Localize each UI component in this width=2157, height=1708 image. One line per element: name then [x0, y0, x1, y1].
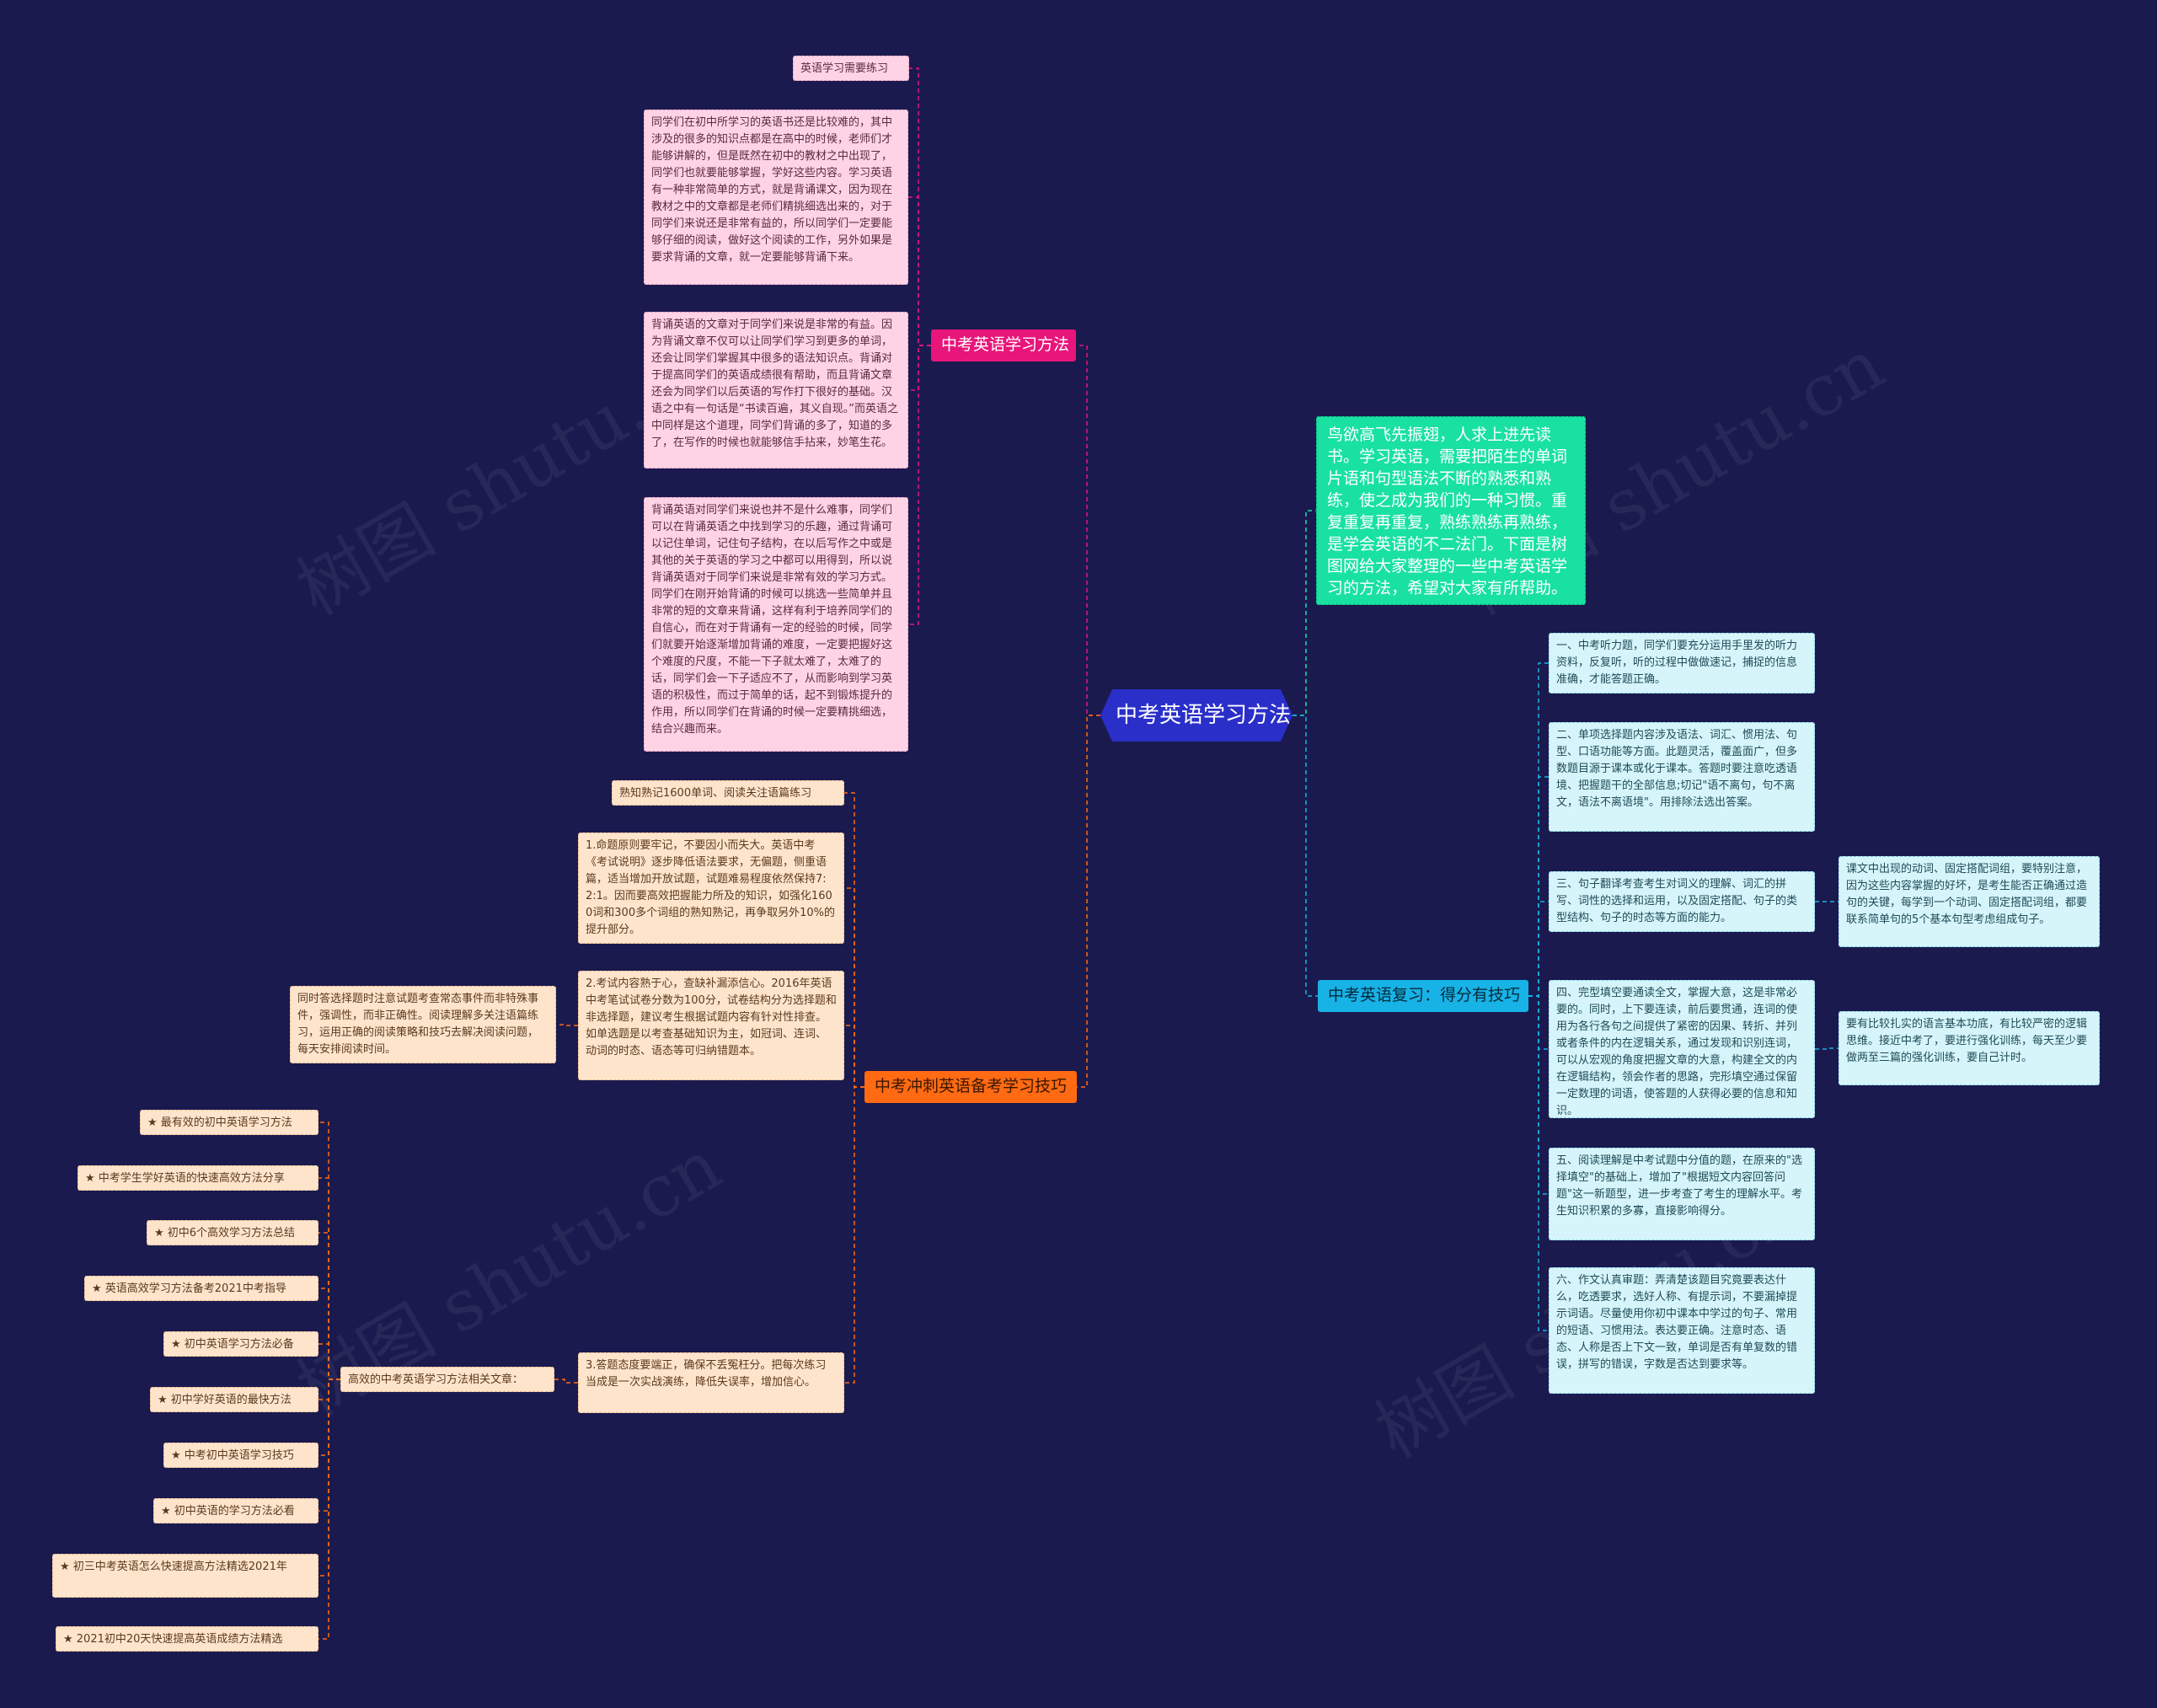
sprint-item: 1.命题原则要牢记，不要因小而失大。英语中考《考试说明》逐步降低语法要求，无偏题…	[578, 833, 844, 944]
related-article-link[interactable]: ★ 中考初中英语学习技巧	[163, 1443, 318, 1468]
connector-line	[1528, 776, 1549, 997]
connector-line	[1293, 510, 1316, 716]
branch-sprint-tips[interactable]: 中考冲刺英语备考学习技巧	[864, 1071, 1077, 1103]
related-article-link[interactable]: ★ 初中6个高效学习方法总结	[147, 1220, 318, 1245]
review-item: 一、中考听力题，同学们要充分运用手里发的听力资料，反复听，听的过程中做做速记，捕…	[1549, 633, 1815, 693]
connector-line	[909, 67, 931, 346]
method-item: 背诵英语的文章对于同学们来说是非常的有益。因为背诵文章不仅可以让同学们学习到更多…	[644, 312, 908, 468]
connector-line	[318, 1122, 340, 1380]
related-article-link[interactable]: ★ 初中学好英语的最快方法	[150, 1387, 318, 1412]
review-item: 五、阅读理解是中考试题中分值的题，在原来的"选择填空"的基础上，增加了"根据短文…	[1549, 1148, 1815, 1240]
sprint-item: 熟知熟记1600单词、阅读关注语篇练习	[612, 780, 844, 806]
branch-review-tips[interactable]: 中考英语复习：得分有技巧	[1318, 980, 1528, 1012]
translation-tip: 课文中出现的动词、固定搭配词组，要特别注意，因为这些内容掌握的好坏，是考生能否正…	[1839, 856, 2100, 947]
connector-line	[844, 1025, 864, 1088]
review-item: 二、单项选择题内容涉及语法、词汇、惯用法、句型、口语功能等方面。此题灵活，覆盖面…	[1549, 722, 1815, 832]
connector-line	[318, 1379, 340, 1577]
connector-line	[318, 1288, 340, 1380]
method-item: 英语学习需要练习	[793, 56, 909, 81]
related-articles-label: 高效的中考英语学习方法相关文章：	[340, 1367, 554, 1392]
connector-line	[1528, 901, 1549, 997]
connector-line	[318, 1177, 340, 1380]
connector-line	[318, 1379, 340, 1640]
connector-line	[1528, 995, 1549, 1331]
connector-line	[908, 345, 931, 391]
review-item: 六、作文认真审题：弄清楚该题目究竟要表达什么，吃透要求，选好人称、有提示词，不要…	[1549, 1267, 1815, 1394]
branch-study-method[interactable]: 中考英语学习方法	[931, 329, 1076, 361]
method-item: 同学们在初中所学习的英语书还是比较难的，其中涉及的很多的知识点都是在高中的时候，…	[644, 110, 908, 285]
related-article-link[interactable]: ★ 英语高效学习方法备考2021中考指导	[84, 1276, 318, 1301]
cloze-tip: 要有比较扎实的语言基本功底，有比较严密的逻辑思维。接近中考了，要进行强化训练，每…	[1839, 1011, 2100, 1085]
related-article-link[interactable]: ★ 初中英语学习方法必备	[163, 1331, 318, 1357]
sprint-item: 2.考试内容熟于心，查缺补漏添信心。2016年英语中考笔试试卷分数为100分，试…	[578, 971, 844, 1080]
sprint-item: 3.答题态度要端正，确保不丢冤枉分。把每次练习当成是一次实战演练，降低失误率，增…	[578, 1352, 844, 1413]
review-item: 三、句子翻译考查考生对词义的理解、词汇的拼写、词性的选择和运用，以及固定搭配、句…	[1549, 871, 1815, 932]
connector-line	[908, 196, 931, 346]
connector-line	[1815, 1047, 1839, 1050]
connector-line	[318, 1343, 340, 1380]
connector-line	[318, 1232, 340, 1380]
connector-line	[1293, 715, 1318, 997]
related-article-link[interactable]: ★ 2021初中20天快速提高英语成绩方法精选	[56, 1626, 318, 1652]
related-article-link[interactable]: ★ 最有效的初中英语学习方法	[140, 1110, 318, 1135]
central-topic[interactable]: 中考英语学习方法	[1100, 689, 1293, 742]
connector-line	[1528, 995, 1549, 1050]
connector-line	[1076, 345, 1100, 716]
connector-line	[844, 887, 864, 1088]
related-article-link[interactable]: ★ 初三中考英语怎么快速提高方法精选2021年	[52, 1554, 318, 1598]
related-article-link[interactable]: ★ 中考学生学好英语的快速高效方法分享	[78, 1165, 318, 1191]
connector-line	[908, 345, 931, 625]
reading-tip: 同时答选择题时注意试题考查常态事件而非特殊事件，强调性，而非正确性。阅读理解多关…	[290, 986, 556, 1063]
connector-line	[318, 1379, 340, 1400]
method-item: 背诵英语对同学们来说也并不是什么难事，同学们可以在背诵英语之中找到学习的乐趣，通…	[644, 497, 908, 752]
related-article-link[interactable]: ★ 初中英语的学习方法必看	[153, 1498, 318, 1523]
connector-line	[1077, 715, 1100, 1088]
connector-line	[318, 1379, 340, 1456]
intro-paragraph: 鸟欲高飞先振翅，人求上进先读书。学习英语，需要把陌生的单词片语和句型语法不断的熟…	[1316, 416, 1586, 605]
review-item: 四、完型填空要通读全文，掌握大意，这是非常必要的。同时，上下要连读，前后要贯通，…	[1549, 980, 1815, 1118]
connector-line	[554, 1379, 578, 1384]
connector-line	[844, 1086, 864, 1384]
